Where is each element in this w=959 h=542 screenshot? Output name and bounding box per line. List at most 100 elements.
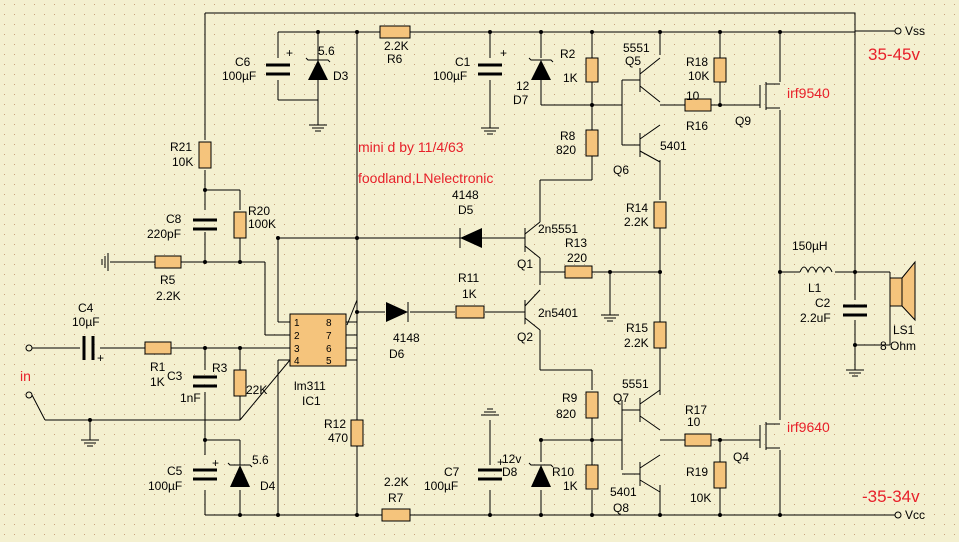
svg-text:Q8: Q8 bbox=[613, 501, 629, 515]
svg-text:C5: C5 bbox=[167, 464, 183, 478]
svg-text:D3: D3 bbox=[333, 69, 349, 83]
svg-text:Q1: Q1 bbox=[517, 257, 533, 271]
input-label: in bbox=[20, 368, 31, 384]
capacitor-c3 bbox=[193, 375, 217, 388]
resistor-r6 bbox=[379, 25, 411, 39]
svg-text:lm311: lm311 bbox=[294, 379, 326, 393]
svg-text:10K: 10K bbox=[172, 155, 193, 169]
capacitor-c1 bbox=[478, 63, 502, 76]
diode-d6 bbox=[386, 302, 409, 322]
svg-text:R8: R8 bbox=[560, 129, 576, 143]
svg-text:+: + bbox=[500, 46, 507, 60]
svg-text:5.6: 5.6 bbox=[318, 44, 335, 58]
svg-text:2.2K: 2.2K bbox=[384, 475, 409, 489]
svg-text:4148: 4148 bbox=[452, 188, 479, 202]
diode-d5 bbox=[459, 228, 482, 248]
terminal-in-signal bbox=[25, 344, 33, 352]
svg-text:R21: R21 bbox=[170, 140, 192, 154]
svg-text:100µF: 100µF bbox=[222, 69, 256, 83]
terminal-vcc bbox=[894, 511, 902, 519]
mosfet-q4 bbox=[759, 422, 780, 450]
resistor-r21 bbox=[198, 141, 212, 169]
svg-text:Q5: Q5 bbox=[625, 54, 641, 68]
resistor-r8 bbox=[585, 129, 599, 157]
svg-text:R13: R13 bbox=[565, 236, 587, 250]
svg-text:irf9640: irf9640 bbox=[787, 419, 830, 435]
svg-text:LS1: LS1 bbox=[893, 323, 915, 337]
svg-text:+: + bbox=[286, 46, 293, 60]
svg-text:1K: 1K bbox=[563, 479, 578, 493]
svg-text:2: 2 bbox=[294, 331, 300, 342]
svg-text:D6: D6 bbox=[389, 347, 405, 361]
svg-text:22K: 22K bbox=[246, 383, 267, 397]
svg-text:5551: 5551 bbox=[622, 377, 649, 391]
ic1-pins: 1 2 3 4 8 7 6 5 bbox=[294, 318, 332, 367]
svg-text:8: 8 bbox=[326, 318, 332, 329]
svg-text:100µF: 100µF bbox=[148, 479, 182, 493]
svg-text:2n5551: 2n5551 bbox=[538, 222, 578, 236]
svg-text:R17: R17 bbox=[685, 403, 707, 417]
svg-text:C2: C2 bbox=[815, 296, 831, 310]
svg-text:IC1: IC1 bbox=[302, 394, 321, 408]
capacitor-c6 bbox=[266, 63, 290, 76]
svg-text:1: 1 bbox=[294, 318, 300, 329]
svg-text:100µF: 100µF bbox=[424, 479, 458, 493]
svg-text:5.6: 5.6 bbox=[252, 453, 269, 467]
svg-text:R12: R12 bbox=[324, 417, 346, 431]
svg-text:Q4: Q4 bbox=[733, 450, 749, 464]
svg-text:10K: 10K bbox=[690, 491, 711, 505]
zener-d4 bbox=[227, 462, 253, 487]
svg-text:10K: 10K bbox=[688, 69, 709, 83]
wires bbox=[31, 12, 895, 516]
svg-text:4: 4 bbox=[294, 356, 300, 367]
resistor-r14 bbox=[653, 201, 667, 229]
svg-text:6: 6 bbox=[326, 344, 332, 355]
svg-text:220pF: 220pF bbox=[147, 227, 181, 241]
svg-text:10µF: 10µF bbox=[72, 315, 100, 329]
svg-text:10: 10 bbox=[687, 415, 701, 429]
capacitor-c2 bbox=[843, 304, 867, 317]
svg-text:150µH: 150µH bbox=[792, 239, 828, 253]
svg-text:R2: R2 bbox=[560, 47, 576, 61]
svg-text:8 Ohm: 8 Ohm bbox=[880, 339, 916, 353]
svg-text:820: 820 bbox=[556, 143, 576, 157]
svg-text:5551: 5551 bbox=[623, 41, 650, 55]
svg-text:R6: R6 bbox=[387, 52, 403, 66]
svg-text:5: 5 bbox=[326, 356, 332, 367]
zener-d7 bbox=[528, 57, 554, 80]
svg-text:2.2uF: 2.2uF bbox=[800, 311, 831, 325]
inductor-l1 bbox=[799, 266, 833, 274]
transistor-q1 bbox=[524, 221, 541, 259]
svg-text:C8: C8 bbox=[166, 212, 182, 226]
capacitor-c7 bbox=[478, 468, 502, 481]
polarity-marks: + + + + + bbox=[97, 46, 507, 470]
resistor-r19 bbox=[713, 461, 727, 489]
resistor-r7 bbox=[381, 508, 411, 522]
svg-text:R10: R10 bbox=[552, 465, 574, 479]
capacitor-c8 bbox=[193, 218, 217, 231]
supply-neg-voltage: -35-34v bbox=[862, 487, 920, 506]
resistor-r13 bbox=[564, 265, 593, 279]
vss-label: Vss bbox=[905, 24, 925, 38]
resistor-r11 bbox=[455, 305, 485, 319]
svg-text:470: 470 bbox=[328, 431, 348, 445]
resistor-r3 bbox=[233, 369, 247, 397]
svg-text:2.2K: 2.2K bbox=[624, 336, 649, 350]
speaker-ls1 bbox=[889, 260, 916, 322]
resistor-r15 bbox=[653, 321, 667, 349]
svg-text:C1: C1 bbox=[455, 55, 471, 69]
component-labels: C6 100µF 5.6 D3 2.2K R6 C1 100µF 12 D7 R… bbox=[72, 39, 916, 515]
svg-text:4148: 4148 bbox=[393, 331, 420, 345]
svg-text:2.2K: 2.2K bbox=[156, 289, 181, 303]
svg-text:R20: R20 bbox=[248, 204, 270, 218]
svg-text:Q6: Q6 bbox=[613, 163, 629, 177]
svg-text:2.2K: 2.2K bbox=[384, 39, 409, 53]
svg-text:C4: C4 bbox=[78, 301, 94, 315]
svg-text:12v: 12v bbox=[502, 452, 521, 466]
svg-text:1nF: 1nF bbox=[180, 391, 201, 405]
resistor-r1 bbox=[144, 341, 172, 355]
title-line-1: mini d by 11/4/63 bbox=[358, 139, 464, 155]
svg-text:+: + bbox=[497, 455, 504, 469]
resistor-r18 bbox=[713, 57, 727, 83]
svg-text:C3: C3 bbox=[167, 369, 183, 383]
